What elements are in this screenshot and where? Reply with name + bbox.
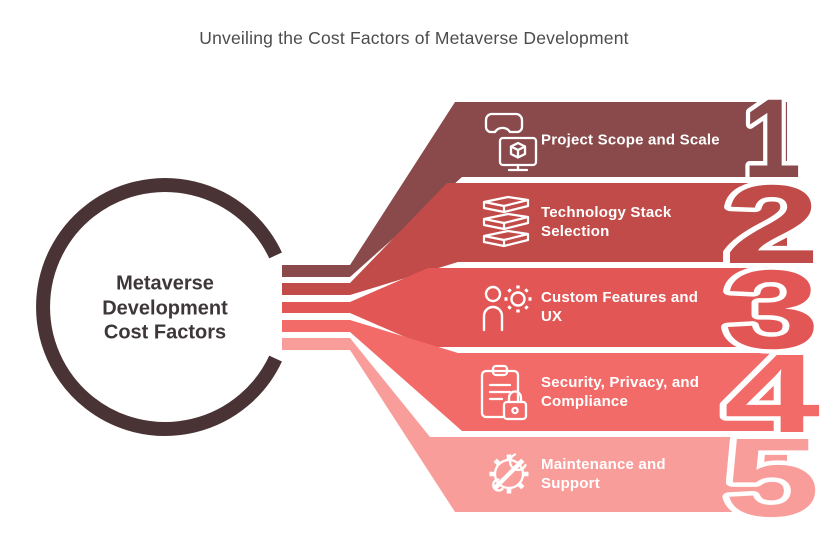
band-shape-3: [282, 268, 787, 347]
gear-wrench-icon: [489, 453, 529, 494]
step-number-2: 2: [724, 162, 820, 287]
person-gear-icon: [482, 285, 532, 332]
step-number-1: 1: [743, 76, 801, 201]
step-number-3: 3: [724, 247, 820, 372]
band-label-1: Project Scope and Scale: [541, 131, 720, 149]
band-shape-4: [282, 320, 787, 431]
step-number-4: 4: [724, 331, 820, 456]
hub-label: Metaverse Development Cost Factors: [102, 272, 228, 344]
clipboard-lock-icon: [480, 364, 528, 421]
step-number-5: 5: [724, 415, 820, 540]
band-label-5: Maintenance and Support: [541, 456, 666, 492]
band-shape-5: [282, 338, 787, 512]
band-label-4: Security, Privacy, and Compliance: [541, 374, 700, 410]
band-shape-1: [282, 102, 787, 277]
band-shape-2: [282, 183, 787, 295]
page-title: Unveiling the Cost Factors of Metaverse …: [199, 28, 629, 48]
hub-ring: [36, 178, 282, 436]
band-label-3: Custom Features and UX: [541, 289, 699, 325]
vr-monitor-icon: [484, 112, 538, 172]
stack-layers-icon: [482, 195, 530, 248]
band-label-2: Technology Stack Selection: [541, 204, 672, 240]
